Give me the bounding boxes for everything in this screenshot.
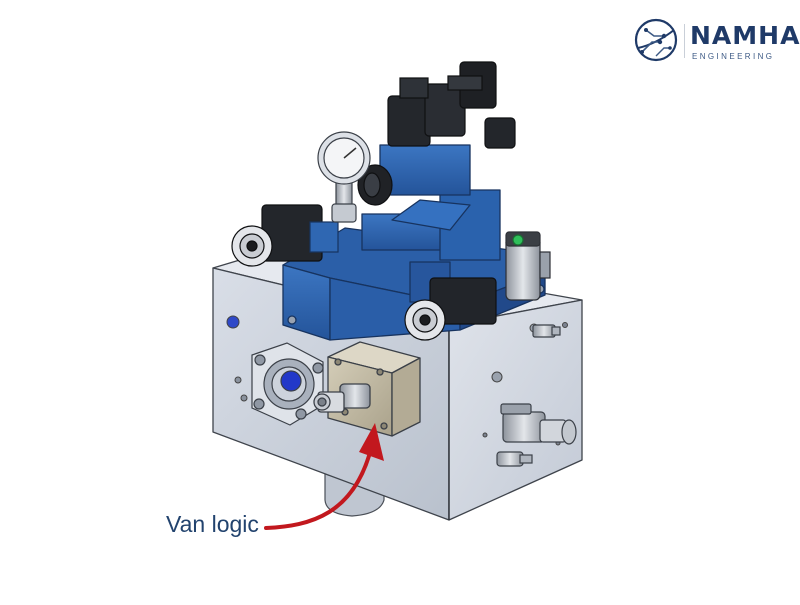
logo-circuit-icon: [634, 18, 678, 62]
side-fittings: [496, 324, 577, 467]
logo-divider: [684, 24, 685, 58]
logo-subtitle: ENGINEERING: [692, 52, 775, 61]
solenoid-right: [404, 277, 497, 341]
manifold-ports: [226, 315, 568, 446]
callout-arrowhead: [359, 423, 384, 461]
company-logo: NAMHAI ENGINEERING: [634, 14, 800, 64]
solenoid-coils-upper: [357, 61, 516, 206]
callout-label: Van logic: [166, 511, 259, 537]
callout-arrow: [264, 443, 374, 530]
logic-valve-cover: [313, 341, 421, 437]
sight-glass: [251, 342, 324, 426]
pressure-switch: [505, 231, 551, 301]
solenoid-left: [231, 204, 339, 267]
logo-name: NAMHAI: [690, 21, 800, 50]
pressure-gauge: [317, 131, 371, 223]
